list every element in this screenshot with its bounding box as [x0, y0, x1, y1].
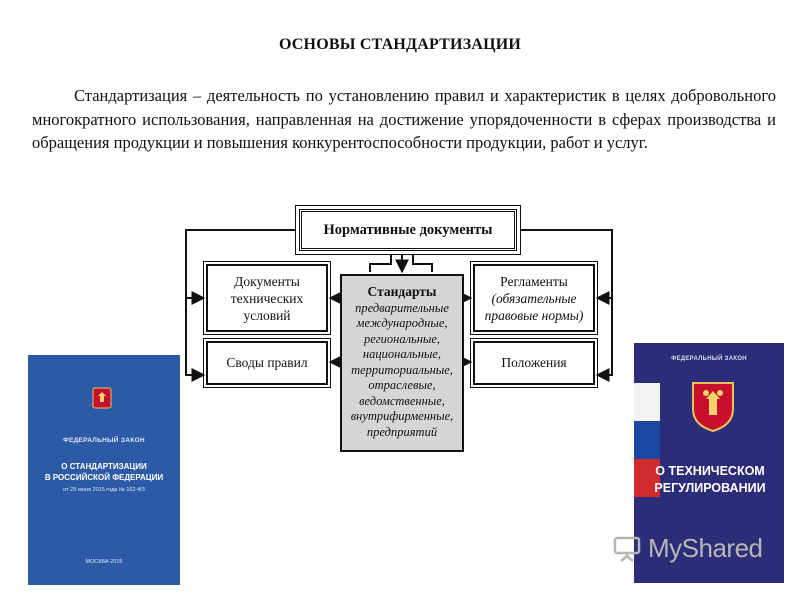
standards-type: территориальные, [351, 362, 453, 377]
standards-type: региональные, [363, 331, 441, 346]
book-title: О СТАНДАРТИЗАЦИИ В РОССИЙСКОЙ ФЕДЕРАЦИИ [28, 461, 180, 483]
regulations-subtitle: (обязательные [491, 290, 577, 306]
watermark-text: MyShared [648, 533, 763, 563]
provisions-box: Положения [470, 338, 598, 388]
standards-type: предварительные [355, 300, 449, 315]
flag-stripe-white [634, 383, 660, 421]
rules-codes-box: Своды правил [203, 338, 331, 388]
rules-codes-label: Своды правил [226, 355, 308, 370]
book-law-type: ФЕДЕРАЛЬНЫЙ ЗАКОН [63, 437, 145, 444]
regulations-subtitle: правовые нормы) [484, 307, 584, 323]
standards-title: Стандарты [367, 284, 437, 299]
myshared-watermark: MyShared [612, 533, 763, 564]
standards-type: предприятий [366, 424, 438, 439]
provisions-label: Положения [501, 355, 567, 370]
coat-of-arms-icon [92, 387, 112, 409]
book-title-line: РЕГУЛИРОВАНИИ [654, 481, 766, 495]
book-title-line: О ТЕХНИЧЕСКОМ [655, 464, 765, 478]
standards-type: внутрифирменные, [350, 409, 454, 423]
flag-stripe-blue [634, 421, 660, 459]
normative-documents-box: Нормативные документы [299, 209, 517, 251]
standards-type: ведомственные, [359, 393, 445, 408]
book-title-line: О СТАНДАРТИЗАЦИИ [61, 462, 147, 471]
technical-conditions-line: технических [230, 290, 304, 306]
standards-type: отраслевые, [368, 378, 436, 392]
regulations-box: Регламенты (обязательные правовые нормы) [470, 261, 598, 335]
standards-type: международные, [356, 316, 448, 330]
technical-conditions-line: Документы [234, 273, 300, 289]
coat-of-arms-icon [692, 382, 734, 433]
definition-paragraph: Стандартизация – деятельность по установ… [32, 86, 776, 152]
flag-stripe-red [634, 459, 660, 497]
standards-type: национальные, [362, 347, 442, 361]
standards-box: Стандарты предварительные международные,… [340, 274, 464, 452]
book-title: О ТЕХНИЧЕСКОМ РЕГУЛИРОВАНИИ [640, 463, 780, 497]
regulations-title: Регламенты [500, 273, 568, 289]
technical-regulation-law-book-cover: ФЕДЕРАЛЬНЫЙ ЗАКОН О ТЕХНИЧЕСКОМ РЕГУЛИРО… [634, 343, 784, 583]
page-title: ОСНОВЫ СТАНДАРТИЗАЦИИ [278, 36, 522, 53]
technical-conditions-line: условий [243, 307, 291, 323]
book-date: от 29 июня 2015 года № 162-ФЗ [63, 487, 145, 493]
book-title-line: В РОССИЙСКОЙ ФЕДЕРАЦИИ [44, 473, 164, 482]
presentation-board-icon [613, 536, 641, 562]
book-city: МОСКВА 2015 [85, 559, 123, 565]
technical-conditions-box: Документы технических условий [203, 261, 331, 335]
normative-documents-label: Нормативные документы [323, 221, 493, 238]
book-law-type: ФЕДЕРАЛЬНЫЙ ЗАКОН [671, 356, 747, 362]
standardization-law-book-cover: ФЕДЕРАЛЬНЫЙ ЗАКОН О СТАНДАРТИЗАЦИИ В РОС… [28, 355, 180, 585]
standards-types-list: предварительные международные, региональ… [351, 301, 454, 441]
